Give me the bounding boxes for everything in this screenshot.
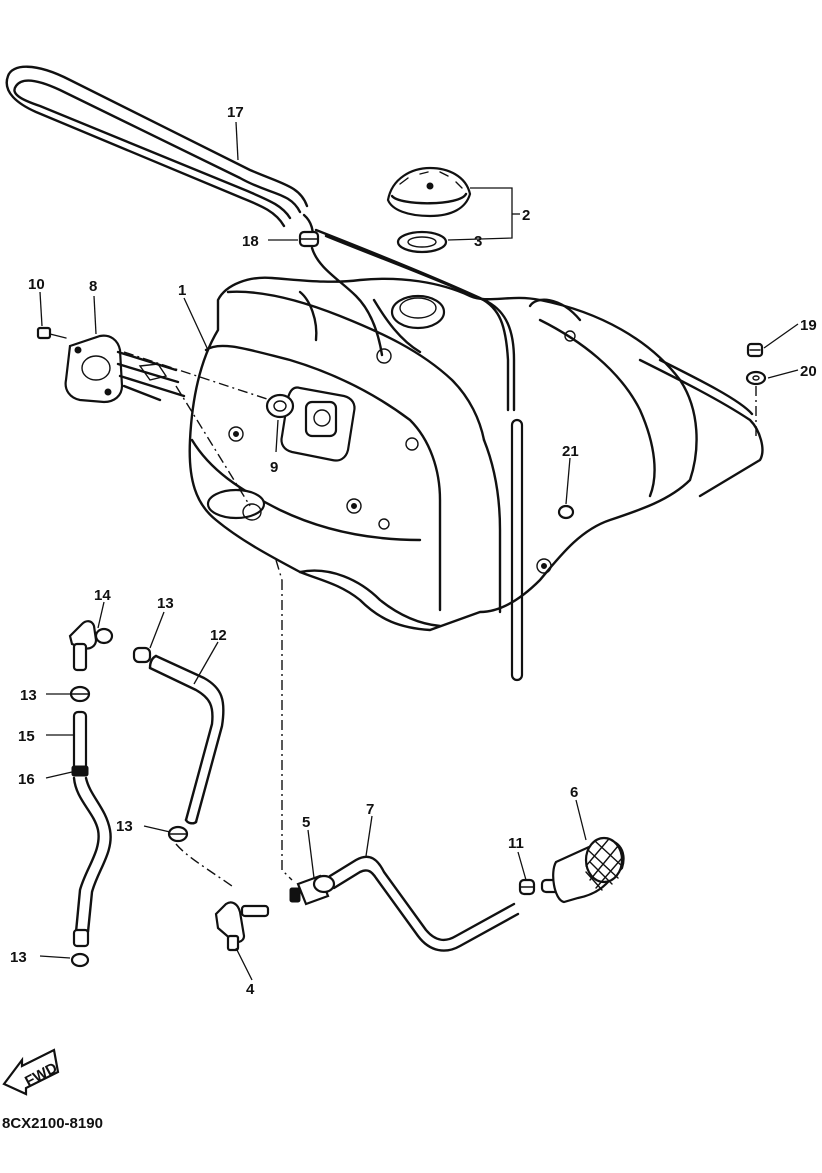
hose-18-to-tank bbox=[310, 246, 384, 357]
label-6: 6 bbox=[570, 784, 578, 801]
part-3-gasket bbox=[396, 230, 448, 254]
label-10: 10 bbox=[28, 276, 45, 293]
label-8: 8 bbox=[89, 278, 97, 295]
part-2-fuel-cap bbox=[386, 166, 472, 218]
label-4: 4 bbox=[246, 981, 255, 998]
part-14-elbow bbox=[68, 620, 114, 672]
label-15: 15 bbox=[18, 728, 35, 745]
label-17: 17 bbox=[227, 104, 244, 121]
label-13-mid: 13 bbox=[116, 818, 133, 835]
label-13-bottom: 13 bbox=[10, 949, 27, 966]
part-20-washer bbox=[745, 370, 767, 386]
label-12: 12 bbox=[210, 627, 227, 644]
part-11-clamp bbox=[518, 878, 536, 896]
part-4-fitting bbox=[214, 901, 270, 952]
part-10-bolt bbox=[36, 326, 67, 340]
assembly-line-plate bbox=[123, 351, 271, 507]
part-5-fuel-cock bbox=[289, 874, 336, 906]
label-1: 1 bbox=[178, 282, 186, 299]
part-15-pipe bbox=[72, 710, 88, 776]
label-13-top: 13 bbox=[157, 595, 174, 612]
label-21: 21 bbox=[562, 443, 579, 460]
forward-arrow-icon: FWD bbox=[2, 1048, 60, 1096]
label-16: 16 bbox=[18, 771, 35, 788]
leader-lines bbox=[39, 121, 799, 981]
part-18-clamp bbox=[298, 230, 320, 248]
label-7: 7 bbox=[366, 801, 374, 818]
drawing-code: 8CX2100-8190 bbox=[2, 1115, 103, 1132]
part-17-breather-hose bbox=[5, 65, 314, 242]
label-5: 5 bbox=[302, 814, 310, 831]
part-16-hose bbox=[72, 776, 112, 934]
label-11: 11 bbox=[508, 835, 524, 852]
label-13-left: 13 bbox=[20, 687, 37, 704]
part-8-sender-plate bbox=[64, 334, 186, 404]
part-16-sleeve bbox=[71, 765, 89, 777]
part-19-bolt bbox=[746, 342, 764, 358]
part-6-fuel-filter bbox=[540, 836, 625, 904]
part-7-fuel-pipe bbox=[328, 855, 520, 952]
label-18: 18 bbox=[242, 233, 259, 250]
label-3: 3 bbox=[474, 233, 482, 250]
part-12-fuel-hose bbox=[148, 654, 225, 825]
label-20: 20 bbox=[800, 363, 817, 380]
label-19: 19 bbox=[800, 317, 817, 334]
label-2: 2 bbox=[522, 207, 530, 224]
label-14: 14 bbox=[94, 587, 111, 604]
part-13-clamp-b bbox=[69, 685, 91, 703]
label-9: 9 bbox=[270, 459, 278, 476]
part-13-clamp-d bbox=[167, 825, 189, 843]
part-13-clamp-c bbox=[70, 928, 90, 968]
part-1-fuel-tank bbox=[188, 276, 764, 632]
part-13-clamp-a bbox=[132, 646, 152, 664]
